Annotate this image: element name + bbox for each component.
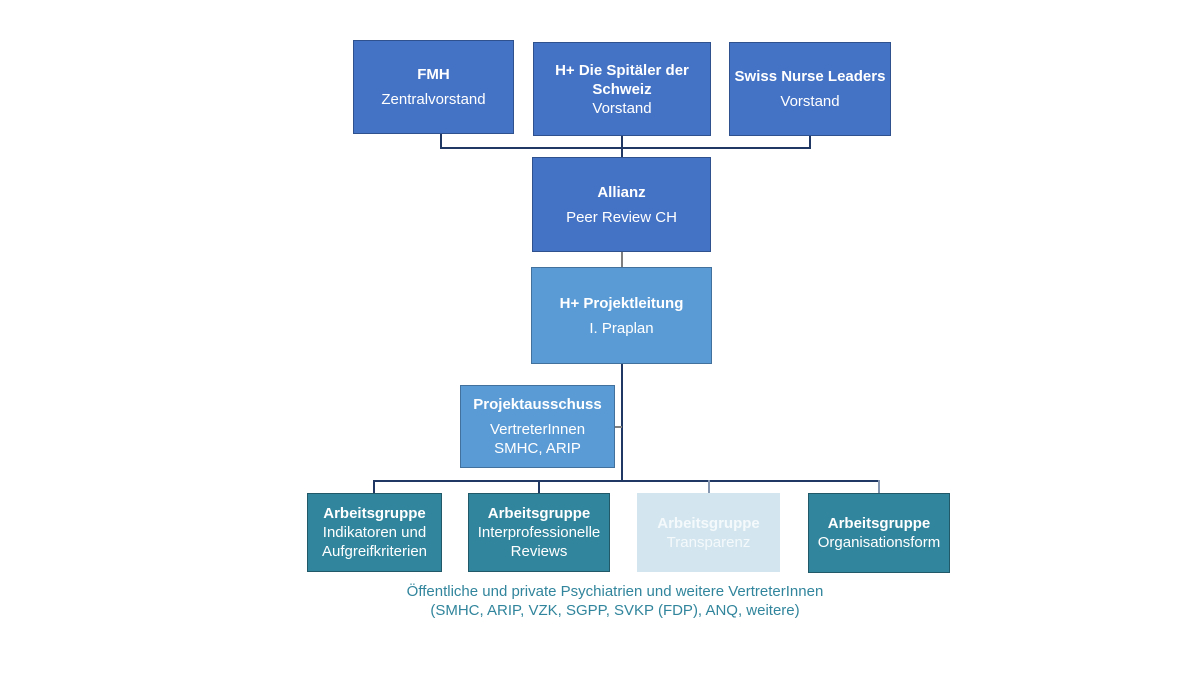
connector-groups-horizontal bbox=[373, 480, 880, 482]
swiss-nurse-leaders-box: Swiss Nurse Leaders Vorstand bbox=[729, 42, 891, 136]
working-group-transparency: Arbeitsgruppe Transparenz bbox=[637, 493, 780, 572]
project-lead-title: H+ Projektleitung bbox=[559, 294, 684, 312]
working-group-indicators: Arbeitsgruppe Indikatoren und Aufgreifkr… bbox=[307, 493, 442, 572]
connector-alliance-lead bbox=[621, 251, 623, 267]
fmh-box: FMH Zentralvorstand bbox=[353, 40, 514, 134]
project-committee-title: Projektausschuss bbox=[473, 396, 602, 413]
working-group-title: Arbeitsgruppe bbox=[323, 505, 426, 522]
working-group-line1: Indikatoren und bbox=[322, 524, 427, 541]
project-committee-box: Projektausschuss VertreterInnen SMHC, AR… bbox=[460, 385, 615, 468]
connector-committee bbox=[614, 426, 622, 428]
working-group-line2: Aufgreifkriterien bbox=[321, 543, 428, 560]
participants-line2: (SMHC, ARIP, VZK, SGPP, SVKP (FDP), ANQ,… bbox=[430, 602, 800, 619]
project-committee-line1: VertreterInnen bbox=[489, 421, 586, 438]
working-group-line1: Interprofessionelle bbox=[477, 524, 601, 541]
working-group-line2: Reviews bbox=[510, 543, 568, 560]
connector-lead-groups bbox=[621, 363, 623, 481]
connector-group-3 bbox=[708, 480, 710, 493]
working-group-title: Arbeitsgruppe bbox=[657, 514, 760, 532]
project-lead-subtitle: I. Praplan bbox=[589, 319, 654, 337]
swiss-nurse-leaders-title: Swiss Nurse Leaders bbox=[734, 68, 886, 85]
connector-hplus-down bbox=[621, 135, 623, 157]
connector-group-2 bbox=[538, 480, 540, 493]
participants-line1: Öffentliche und private Psychiatrien und… bbox=[406, 583, 824, 600]
working-group-reviews: Arbeitsgruppe Interprofessionelle Review… bbox=[468, 493, 610, 572]
alliance-subtitle: Peer Review CH bbox=[566, 208, 677, 226]
project-committee-line2: SMHC, ARIP bbox=[494, 440, 581, 457]
alliance-box: Allianz Peer Review CH bbox=[532, 157, 711, 252]
working-group-line1: Organisationsform bbox=[817, 534, 941, 551]
fmh-subtitle: Zentralvorstand bbox=[381, 91, 486, 108]
working-group-line1: Transparenz bbox=[666, 533, 751, 551]
project-lead-box: H+ Projektleitung I. Praplan bbox=[531, 267, 712, 364]
hplus-box: H+ Die Spitäler der Schweiz Vorstand bbox=[533, 42, 711, 136]
connector-board-horizontal bbox=[440, 147, 811, 149]
alliance-title: Allianz bbox=[597, 183, 646, 201]
working-group-organisation: Arbeitsgruppe Organisationsform bbox=[808, 493, 950, 573]
connector-group-4 bbox=[878, 480, 880, 493]
hplus-subtitle: Vorstand bbox=[592, 99, 652, 117]
connector-group-1 bbox=[373, 480, 375, 493]
hplus-title: H+ Die Spitäler der Schweiz bbox=[555, 61, 689, 98]
swiss-nurse-leaders-subtitle: Vorstand bbox=[780, 93, 840, 110]
connector-swiss-down bbox=[809, 135, 811, 148]
fmh-title: FMH bbox=[417, 66, 450, 83]
connector-fmh-down bbox=[440, 133, 442, 148]
participants-note: Öffentliche und private Psychiatrien und… bbox=[300, 582, 930, 620]
working-group-title: Arbeitsgruppe bbox=[487, 505, 591, 522]
working-group-title: Arbeitsgruppe bbox=[827, 515, 931, 532]
